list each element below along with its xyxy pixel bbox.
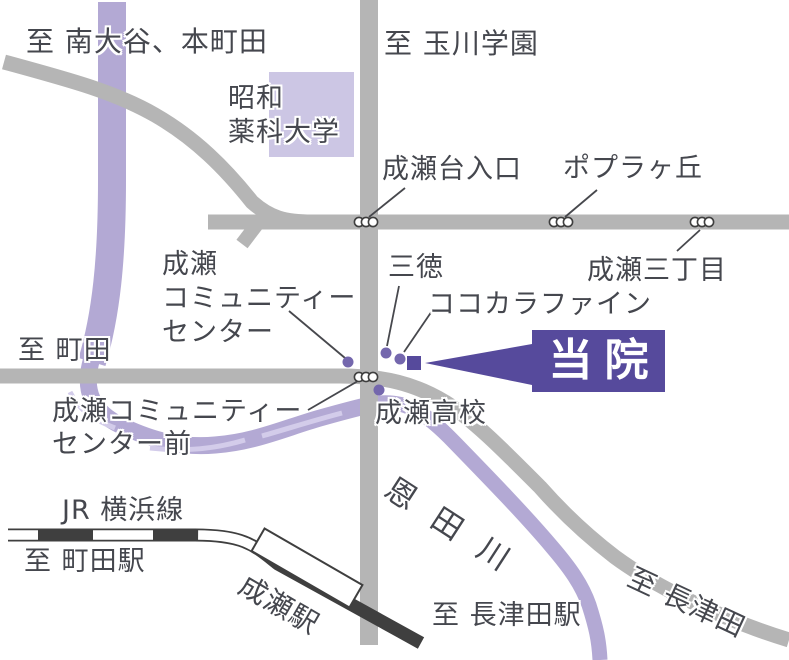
label-santoku: 三徳: [388, 252, 444, 283]
leader-naruse-sanchome: [676, 229, 701, 252]
label-naruse-community-center: 成瀬 コミュニティー センター: [162, 249, 357, 348]
label-community-center-mae: 成瀬コミュニティー センター前: [52, 396, 303, 460]
clinic-marker: [407, 356, 421, 370]
leader-cocokara-fine: [403, 307, 435, 353]
naruse-station-box: [250, 527, 364, 609]
leader-narusedai-iriguchi: [368, 187, 406, 218]
clinic-callout-label: 当院: [548, 335, 661, 386]
university-block: [269, 72, 354, 157]
bus-stop-icon-naruse-sanchome: [689, 216, 715, 228]
river-wave-1: [67, 390, 116, 431]
leader-poplar-gaoka: [564, 189, 598, 218]
label-naruse-high-school: 成瀬高校: [375, 398, 487, 429]
naruse-high-school-dot: [373, 384, 385, 396]
jr-yokohama-line-shape: [8, 527, 425, 649]
label-jr-yokohama-line: JR 横浜線: [62, 495, 185, 526]
river-lower-segment: [370, 395, 608, 660]
leader-community-center-mae: [307, 380, 359, 411]
clinic-callout-pointer: [425, 344, 532, 385]
bus-stop-icon-poplar-gaoka: [548, 216, 574, 228]
label-to-machida: 至 町田: [18, 335, 112, 366]
location-dots: [342, 347, 406, 396]
leader-lines: [288, 187, 701, 411]
railway-dashes: [8, 530, 424, 648]
label-narusedai-iriguchi: 成瀬台入口: [382, 154, 522, 185]
leader-santoku: [386, 285, 400, 347]
label-showa-pharma-univ: 昭和 薬科大学: [228, 83, 340, 148]
cocokara-fine-dot: [394, 353, 406, 365]
label-to-nagatsuta-station: 至 長津田駅: [432, 600, 582, 631]
leader-community-center: [288, 310, 346, 359]
bus-stop-icon-narusedai-iriguchi: [353, 216, 379, 228]
bus-stops: [353, 216, 715, 383]
label-to-tamagawa-gakuen: 至 玉川学園: [384, 27, 539, 60]
label-to-minamioya-honmachida: 至 南大谷、本町田: [26, 25, 268, 58]
clinic-callout: 当院: [532, 330, 665, 392]
label-cocokara-fine: ココカラファイン: [428, 289, 652, 320]
bus-stop-icon-community-center-mae: [353, 371, 379, 383]
label-poplar-gaoka: ポプラヶ丘: [563, 153, 703, 184]
river-upper-segment: [78, 2, 126, 366]
label-naruse-sanchome: 成瀬三丁目: [587, 255, 727, 286]
label-to-machida-station: 至 町田駅: [24, 546, 146, 577]
river-wave-3: [261, 410, 343, 439]
santoku-dot: [380, 347, 392, 359]
onda-river-shape: [67, 2, 608, 660]
river-wave-2: [149, 437, 246, 453]
road-lower-horizontal-to-nagatsuta: [0, 368, 789, 648]
community-center-dot: [342, 356, 354, 368]
